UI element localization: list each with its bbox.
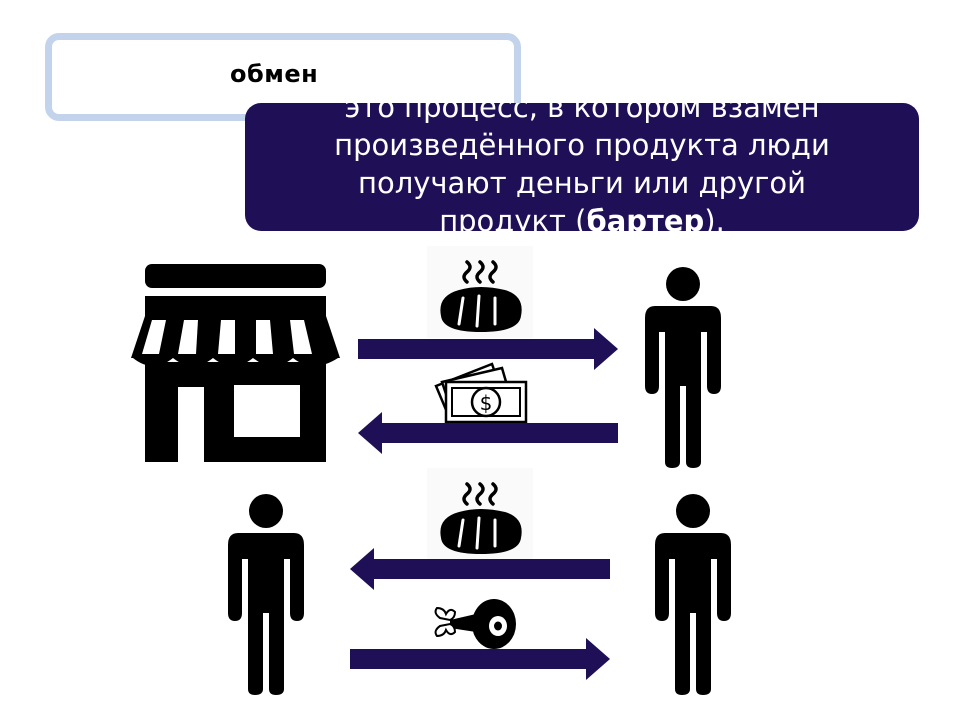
definition-box: это процесс, в котором взамен произведён… bbox=[245, 103, 919, 231]
arrow-left bbox=[350, 548, 610, 590]
definition-line-4-start: продукт ( bbox=[439, 204, 587, 231]
bread-icon bbox=[427, 468, 533, 560]
definition-line-4-end: ). bbox=[704, 204, 725, 231]
barter-term: бартер bbox=[586, 204, 705, 231]
title: обмен bbox=[230, 60, 319, 88]
definition-line-1: это процесс, в котором взамен bbox=[344, 103, 820, 124]
arrow-right bbox=[350, 638, 610, 680]
definition-line-4: продукт (бартер). bbox=[245, 202, 919, 231]
shop-icon bbox=[131, 264, 340, 462]
money-icon: $ bbox=[434, 362, 528, 426]
definition-line-3: получают деньги или другой bbox=[358, 166, 806, 200]
svg-text:$: $ bbox=[480, 391, 493, 415]
arrow-left bbox=[358, 412, 618, 454]
person-icon bbox=[645, 267, 721, 468]
bread-icon bbox=[427, 246, 533, 338]
person-icon bbox=[228, 494, 304, 695]
meat-icon bbox=[434, 599, 516, 649]
definition-text: это процесс, в котором взамен произведён… bbox=[245, 103, 919, 231]
arrow-right bbox=[358, 328, 618, 370]
person-icon bbox=[655, 494, 731, 695]
definition-line-2: произведённого продукта люди bbox=[334, 128, 830, 162]
